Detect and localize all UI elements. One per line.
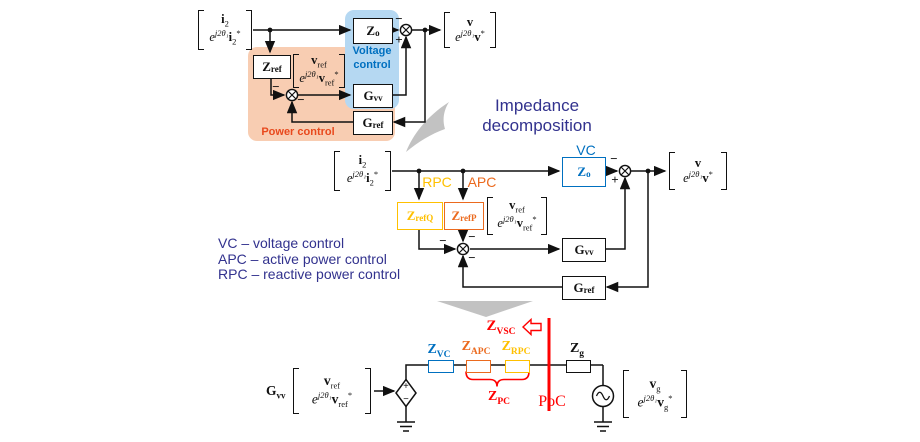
plus-sign: + xyxy=(611,172,619,187)
v-vector: v ej2θ₁v* xyxy=(668,151,728,191)
vector-row: i2 xyxy=(221,12,229,29)
legend-apc: APC – active power control xyxy=(218,250,387,267)
minus-sign: − xyxy=(610,151,618,166)
sum-junction xyxy=(456,164,632,256)
zg-label: Zg xyxy=(569,341,585,359)
vg-vector: vg ej2θ₁vg* xyxy=(622,369,688,419)
zapc-label: ZAPC xyxy=(461,339,491,357)
bottom-circuit-wires xyxy=(374,364,604,422)
top-diagram-wires xyxy=(253,24,442,128)
dependent-source-icon xyxy=(395,378,417,408)
vector-row: ej2θ₁vref* xyxy=(497,214,537,234)
sum-junction xyxy=(285,23,413,102)
title-line1: Impedance xyxy=(494,96,580,115)
i2-vector: i2 ej2θ₁i2* xyxy=(197,9,253,51)
vector-row: vref xyxy=(509,198,525,215)
plus-sign: + xyxy=(403,381,409,392)
vector-row: ej2θ₁v* xyxy=(683,169,713,186)
voltage-control-label: Voltage control xyxy=(352,45,392,71)
minus-sign: − xyxy=(272,79,280,94)
minus-sign: − xyxy=(439,233,447,248)
middle-branch-dots xyxy=(416,168,651,174)
vector-row: ej2θ₁vg* xyxy=(637,392,673,412)
ac-source-icon xyxy=(591,384,615,408)
zvc-label: ZVC xyxy=(427,342,451,360)
legend-rpc: RPC – reactive power control xyxy=(218,266,401,282)
zrpc-impedance-box xyxy=(505,360,530,373)
vector-row: v xyxy=(694,156,702,171)
zvsc-label: ZVSC xyxy=(486,318,516,337)
impedance-decomposition-arrow-icon xyxy=(406,102,533,317)
vector-row: ej2θ₁i2* xyxy=(346,169,379,189)
minus-sign: − xyxy=(468,229,476,244)
legend: VC – voltage control APC – active power … xyxy=(218,235,401,283)
vector-row: vg xyxy=(649,375,661,394)
minus-sign: − xyxy=(403,394,409,405)
vector-row: ej2θ₁vref* xyxy=(311,389,353,409)
vector-row: vref xyxy=(323,372,341,391)
zvsc-left-arrow-icon xyxy=(521,317,542,337)
power-control-label: Power control xyxy=(261,126,335,138)
zpc-label: ZPC xyxy=(487,389,510,407)
legend-vc: VC – voltage control xyxy=(218,235,345,251)
zapc-impedance-box xyxy=(466,360,491,373)
transition-title: Impedance decomposition xyxy=(460,96,614,136)
ground-icon xyxy=(594,421,612,432)
minus-sign: − xyxy=(468,250,476,265)
vector-row: ej2θ₁v* xyxy=(455,28,485,45)
minus-sign: − xyxy=(297,92,305,107)
top-branch-dots xyxy=(267,27,428,33)
gvv-coefficient: Gvv xyxy=(266,383,286,401)
vector-row: i2 xyxy=(358,153,367,170)
apc-tag: APC xyxy=(467,174,497,190)
plus-sign: + xyxy=(395,32,403,47)
zrpc-label: ZRPC xyxy=(501,339,531,357)
v-vector: v ej2θ₁v* xyxy=(443,11,497,49)
vref-vector: vref ej2θ₁vref* xyxy=(292,53,346,89)
zpc-brace xyxy=(465,371,530,387)
vc-tag: VC xyxy=(576,142,596,158)
rpc-tag: RPC xyxy=(422,174,452,190)
vector-row: v xyxy=(466,15,474,30)
vref-vector: vref ej2θ₁vref* xyxy=(486,196,548,236)
zvc-impedance-box xyxy=(428,360,454,373)
vref-vector: vref ej2θ₁vref* xyxy=(292,367,372,415)
vector-row: ej2θ₁i2* xyxy=(209,28,241,48)
title-line2: decomposition xyxy=(482,116,592,135)
poc-label: PoC xyxy=(538,393,566,410)
vector-row: vref xyxy=(311,53,327,70)
minus-sign: − xyxy=(395,11,403,26)
zg-impedance-box xyxy=(566,360,591,373)
ground-icon xyxy=(397,421,415,432)
i2-vector: i2 ej2θ₁i2* xyxy=(333,150,392,192)
vector-row: ej2θ₁vref* xyxy=(299,69,339,89)
